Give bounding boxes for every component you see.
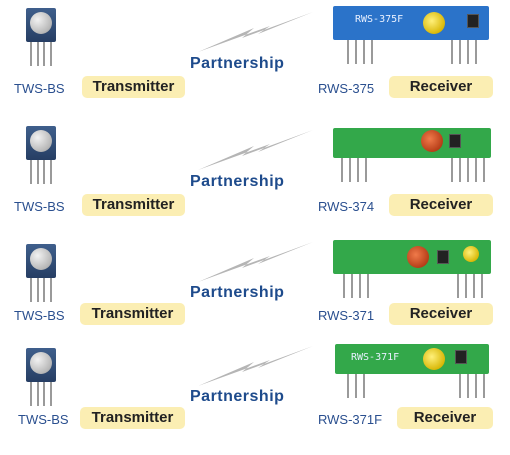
transmitter-model: TWS-BS: [14, 199, 65, 214]
transmitter-label: Transmitter: [80, 407, 185, 429]
pairing-row-4: TWS-BS Transmitter Partnership RWS-371F …: [0, 340, 510, 445]
transmitter-module-image: [24, 348, 58, 406]
transmitter-label: Transmitter: [82, 76, 185, 98]
partnership-label: Partnership: [190, 173, 285, 190]
transmitter-label: Transmitter: [82, 194, 185, 216]
receiver-model: RWS-371: [318, 308, 375, 323]
receiver-model: RWS-375: [318, 81, 375, 96]
receiver-module-image: RWS-375F: [333, 6, 493, 66]
receiver-module-image: [333, 240, 493, 300]
transmitter-module-image: [24, 8, 58, 66]
board-print: RWS-375F: [355, 14, 404, 25]
transmitter-module-image: [24, 244, 58, 302]
lightning-bolt-icon: [198, 12, 313, 52]
pairing-row-2: TWS-BS Transmitter Partnership RWS-374 R…: [0, 118, 510, 223]
transmitter-model: TWS-BS: [14, 81, 65, 96]
partnership-label: Partnership: [190, 55, 285, 72]
transmitter-model: TWS-BS: [18, 412, 69, 427]
lightning-bolt-icon: [198, 130, 313, 170]
partnership-label: Partnership: [190, 284, 285, 301]
receiver-module-image: RWS-371F: [335, 344, 495, 404]
transmitter-model: TWS-BS: [14, 308, 65, 323]
transmitter-module-image: [24, 126, 58, 184]
pairing-row-1: TWS-BS Transmitter Partnership RWS-375F …: [0, 0, 510, 105]
board-print: RWS-371F: [351, 352, 400, 363]
receiver-label: Receiver: [397, 407, 493, 429]
lightning-bolt-icon: [198, 242, 313, 282]
receiver-label: Receiver: [389, 194, 493, 216]
receiver-label: Receiver: [389, 76, 493, 98]
receiver-model: RWS-374: [318, 199, 375, 214]
receiver-model: RWS-371F: [318, 412, 383, 427]
pairing-row-3: TWS-BS Transmitter Partnership RWS-371 R…: [0, 236, 510, 341]
partnership-label: Partnership: [190, 388, 285, 405]
receiver-label: Receiver: [389, 303, 493, 325]
receiver-module-image: [333, 128, 493, 188]
lightning-bolt-icon: [198, 346, 313, 386]
transmitter-label: Transmitter: [80, 303, 185, 325]
